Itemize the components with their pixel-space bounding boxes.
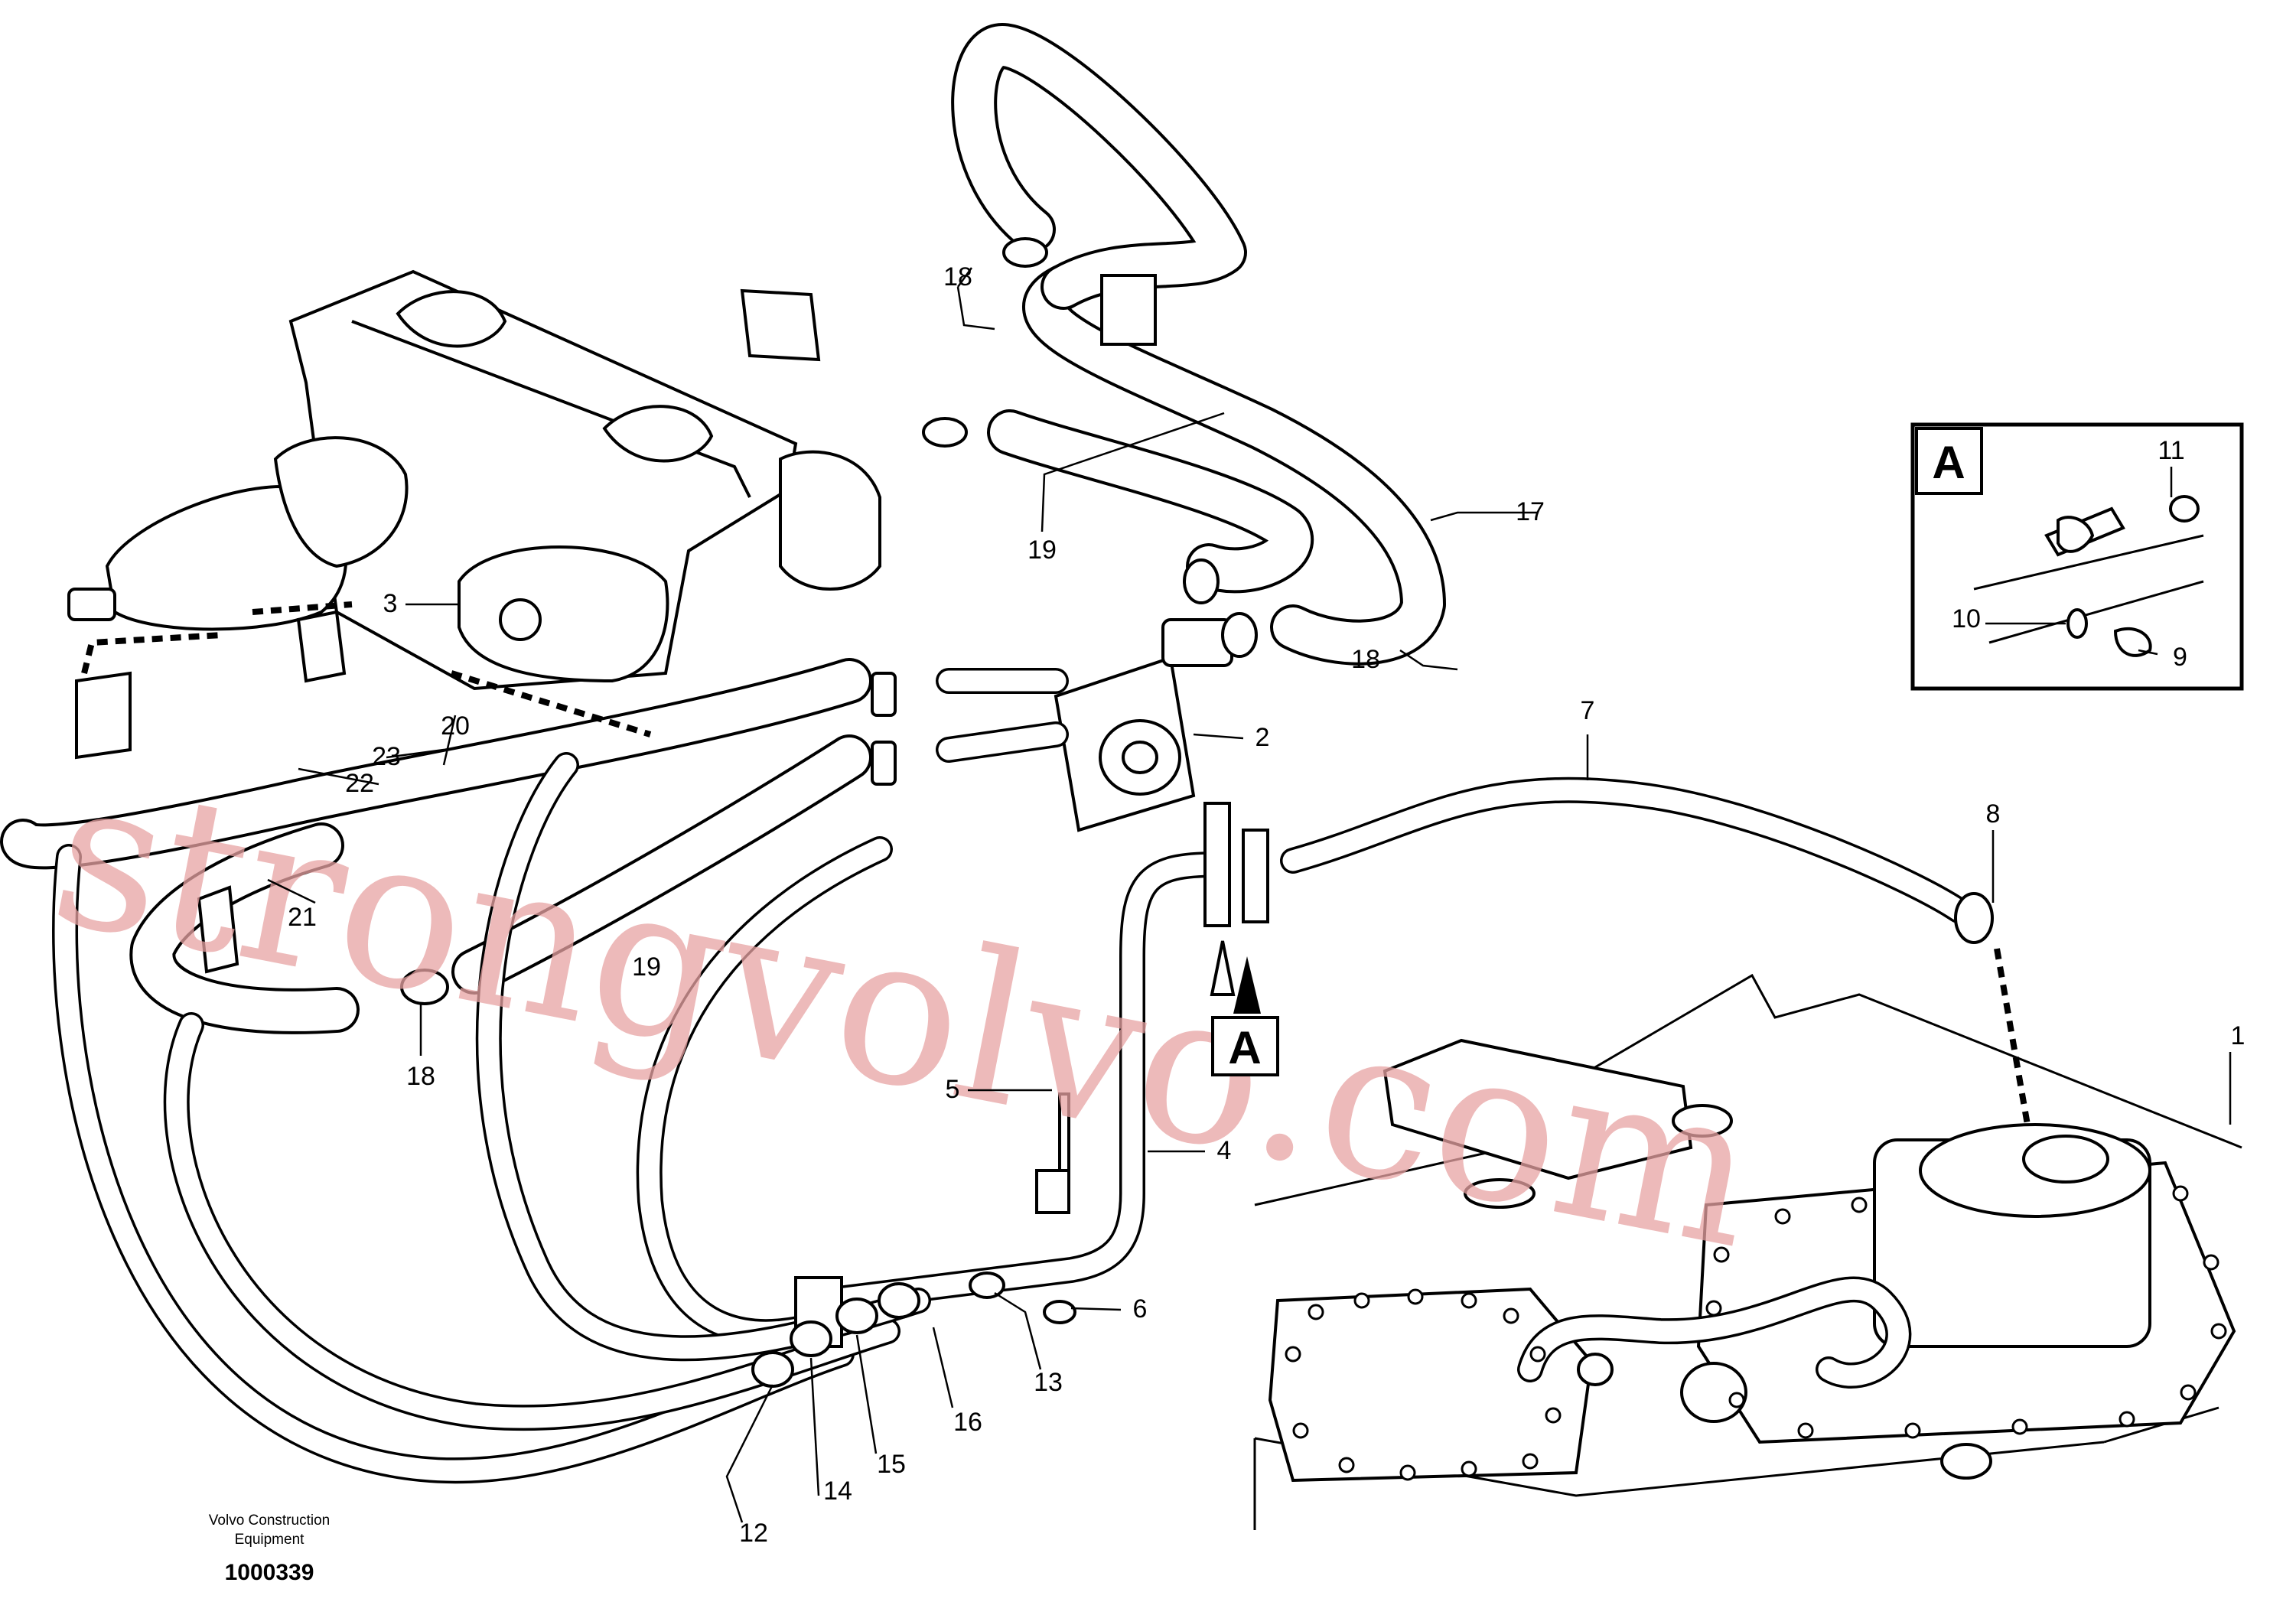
callout-22: 22	[345, 769, 374, 798]
return-lines	[52, 752, 931, 1484]
callout-18-top: 18	[943, 262, 972, 291]
callout-20: 20	[441, 711, 470, 741]
callout-21: 21	[288, 903, 317, 932]
callout-16: 16	[953, 1408, 982, 1437]
callout-19-middle: 19	[632, 952, 661, 982]
leader-lines	[267, 267, 2232, 1523]
detail-box-a: A 11 10 9	[1910, 422, 2244, 691]
hose-19	[0, 409, 1314, 995]
callout-3: 3	[383, 589, 398, 618]
callout-18-right: 18	[1351, 645, 1380, 674]
suction-tube-4	[813, 851, 1229, 1314]
callout-14: 14	[823, 1477, 852, 1506]
hose-clamps	[400, 237, 1994, 1005]
detail-box-label: A	[1932, 437, 1965, 488]
callout-6: 6	[1133, 1294, 1148, 1324]
callout-23: 23	[372, 742, 401, 771]
watermark: strongvolvo.com	[37, 730, 1775, 1295]
callout-11: 11	[2158, 436, 2184, 465]
callout-18-left: 18	[406, 1062, 435, 1091]
callout-10: 10	[1952, 604, 1981, 633]
flanges	[75, 274, 1157, 974]
callout-13: 13	[1034, 1368, 1063, 1397]
callout-1: 1	[2231, 1021, 2246, 1050]
view-marker-label: A	[1228, 1022, 1261, 1073]
callout-labels: 1 2 3 4 5 6 7 8 12 13 14 15 16 17 18 18 …	[288, 262, 2245, 1548]
callout-15: 15	[877, 1450, 906, 1479]
callout-17: 17	[1516, 497, 1545, 526]
callout-5: 5	[946, 1075, 960, 1104]
callout-19-top: 19	[1028, 536, 1057, 565]
callout-8: 8	[1986, 799, 2001, 829]
callout-9: 9	[2173, 643, 2187, 672]
callout-2: 2	[1255, 723, 1270, 752]
callout-4: 4	[1217, 1136, 1232, 1165]
pump-drive-gearbox	[67, 269, 881, 691]
view-a-marker: A	[1211, 956, 1279, 1076]
credit-line-1: Volvo Construction	[209, 1512, 330, 1529]
tank-cover-bolts	[1285, 1185, 2227, 1481]
callout-7: 7	[1581, 696, 1595, 725]
hose-17	[951, 23, 1446, 666]
hydraulic-tank	[1253, 973, 2242, 1530]
valve-block-2	[936, 618, 1233, 832]
document-number: 1000339	[225, 1560, 314, 1585]
gasket-indicators	[81, 601, 2031, 1125]
hose-20	[129, 822, 360, 1034]
callout-12: 12	[739, 1519, 768, 1548]
credit-line-2: Equipment	[235, 1532, 305, 1548]
hose-7	[1280, 777, 1972, 923]
credit-block: Volvo Construction Equipment 1000339	[209, 1512, 330, 1585]
return-fittings	[751, 1271, 1076, 1388]
